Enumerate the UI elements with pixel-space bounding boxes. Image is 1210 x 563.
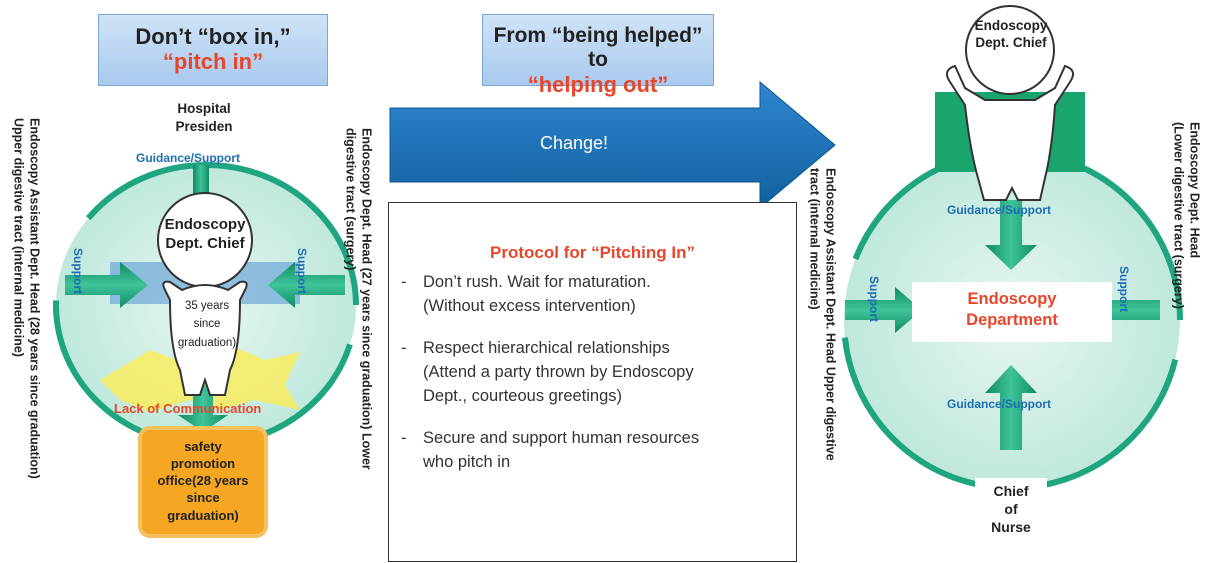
left-title-box: Don’t “box in,” “pitch in” [98, 14, 328, 86]
protocol-item-text: Don’t rush. Wait for maturation. (Withou… [423, 273, 651, 315]
change-label: Change! [540, 133, 609, 153]
endoscopy-department-box [912, 282, 1112, 342]
chief-of-nurse-box [975, 478, 1047, 546]
lack-of-communication-label: Lack of Communication [114, 401, 262, 416]
protocol-item: - Respect hierarchical relationships (At… [401, 337, 796, 409]
left-arrow-bottom [178, 385, 228, 432]
right-arrow-left [845, 287, 922, 333]
left-title-line2: “pitch in” [162, 49, 264, 75]
left-years-label: 35 years since graduation) [177, 300, 237, 349]
left-chief-body [162, 280, 248, 396]
left-support-right-label: Support [295, 248, 309, 294]
protocol-item-text: Secure and support human resources who p… [423, 428, 700, 471]
middle-title-box: From “being helped” to “helping out” [482, 14, 714, 97]
protocol-box: Protocol for “Pitching In” - Don’t rush.… [388, 202, 797, 562]
left-arrow-left [65, 262, 148, 308]
protocol-item: - Don’t rush. Wait for maturation. (With… [401, 271, 796, 319]
right-chief-head [965, 5, 1055, 95]
right-arrow-top [985, 200, 1037, 270]
chief-of-nurse-label: Chief of Nurse [991, 483, 1031, 536]
right-chief-label: Endoscopy Dept. Chief [974, 18, 1048, 50]
safety-office-label: safety promotion office(28 years since g… [157, 439, 249, 523]
right-dept-head-text: Endoscopy Dept. Head (Lower digestive tr… [1171, 122, 1202, 309]
left-dept-head-text: Endoscopy Dept. Head (27 years since gra… [343, 128, 374, 470]
left-guidance-support-label: Guidance/Support [136, 151, 241, 165]
right-guidance-support-bottom: Guidance/Support [947, 397, 1052, 411]
protocol-item-text: Respect hierarchical relationships (Atte… [423, 338, 694, 405]
hospital-president-label: Hospital Presiden [175, 101, 233, 134]
left-arrow-right [268, 262, 345, 308]
right-assistant-head-text: Endoscopy Assistant Dept. Head Upper dig… [807, 168, 838, 461]
protocol-item: - Secure and support human resources who… [401, 427, 796, 475]
middle-title-line2: “helping out” [527, 72, 669, 98]
right-arrow-bottom [985, 365, 1037, 450]
right-guidance-support-top: Guidance/Support [947, 203, 1052, 217]
left-assistant-head-text: Endoscopy Assistant Dept. Head (28 years… [11, 118, 42, 479]
left-title-line1: Don’t “box in,” [135, 24, 291, 49]
endoscopy-department-label: Endoscopy Department [966, 290, 1058, 330]
right-chief-body [945, 64, 1075, 201]
change-arrow [389, 80, 836, 210]
left-support-left-label: Support [71, 248, 85, 294]
middle-title-line1: From “being helped” to [493, 24, 703, 72]
right-support-right-label: Support [1117, 266, 1131, 312]
right-support-left-label: Support [867, 276, 881, 322]
protocol-title: Protocol for “Pitching In” [490, 243, 695, 262]
left-chief-label: Endoscopy Dept. Chief [164, 216, 246, 252]
safety-office-box [138, 426, 268, 538]
